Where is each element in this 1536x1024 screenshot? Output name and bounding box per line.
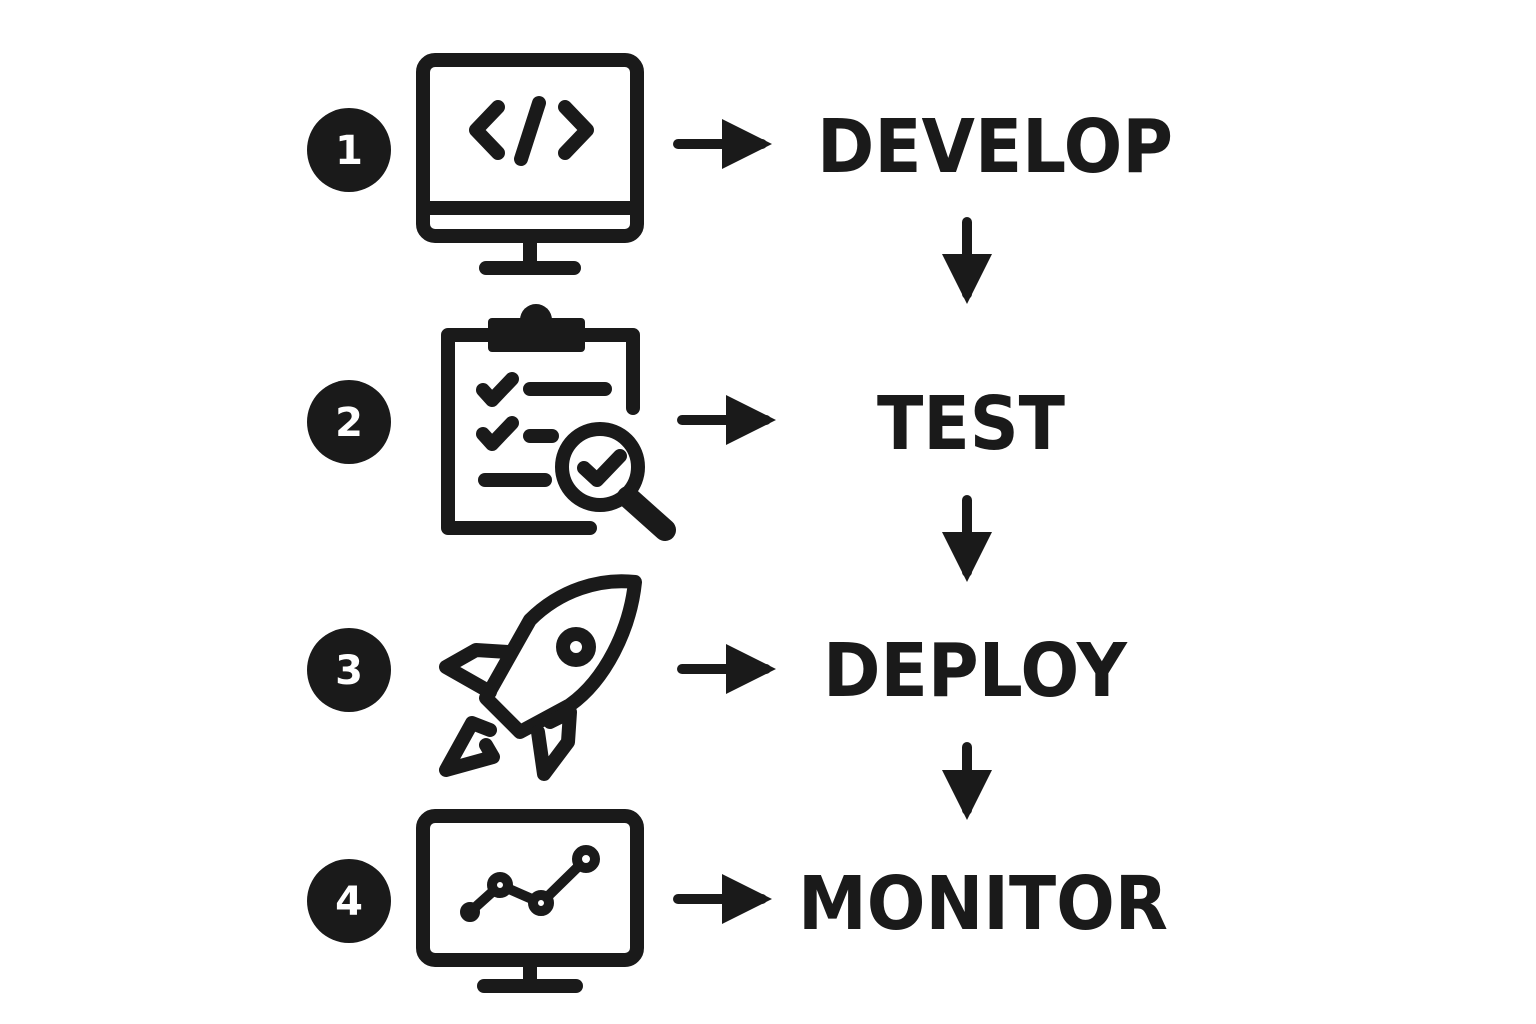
- clipboard-check-icon: [441, 304, 676, 541]
- step-4-badge: [307, 859, 391, 943]
- step-3-number: 3: [335, 648, 363, 694]
- step-3: 3 DEPLOY: [307, 574, 1128, 781]
- step-1: 1 DEVELOP: [307, 53, 1173, 275]
- monitor-code-icon: [416, 53, 644, 275]
- step-4-number: 4: [335, 879, 363, 925]
- step-3-label: DEPLOY: [823, 628, 1128, 714]
- step-1-label: DEVELOP: [817, 104, 1173, 190]
- step-2-label: TEST: [877, 381, 1065, 467]
- step-2-number: 2: [335, 400, 363, 446]
- step-1-number: 1: [335, 128, 363, 174]
- rocket-icon: [439, 574, 642, 781]
- step-3-badge: [307, 628, 391, 712]
- step-2: 2 TEST: [307, 304, 1065, 541]
- step-2-badge: [307, 380, 391, 464]
- monitor-chart-icon: [416, 809, 644, 993]
- step-4: 4 MONITOR: [307, 809, 1168, 993]
- step-4-label: MONITOR: [798, 861, 1168, 947]
- step-1-badge: [307, 108, 391, 192]
